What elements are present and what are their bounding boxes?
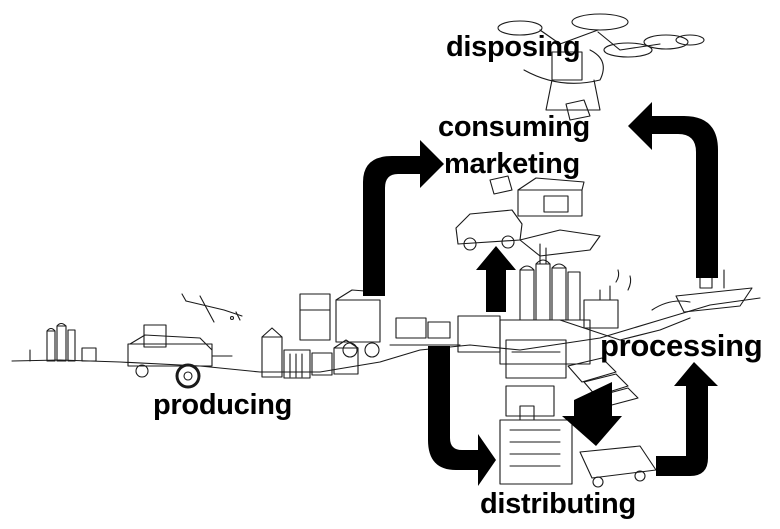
drones [497,13,705,111]
delivery-van [455,209,601,257]
label-distributing: distributing [480,488,636,520]
label-marketing: marketing [444,148,580,180]
arrow-producing-to-marketing [363,140,444,296]
label-processing: processing [600,328,763,363]
label-consuming: consuming [438,111,590,143]
cycle-arrows [363,102,718,486]
label-disposing: disposing [446,31,581,63]
arrow-processing-to-consuming [628,102,718,278]
line-drawing-landscape [11,13,761,488]
arrow-factory-to-marketing [476,246,516,312]
factory-complex [457,243,632,379]
label-producing: producing [153,389,293,421]
arrow-distributing-to-processing [656,362,718,476]
train [389,317,461,346]
farm-buildings [261,327,359,379]
market-stalls [489,99,591,217]
silos-left [29,322,97,362]
conveyor-trays [559,317,691,407]
forklift [299,289,381,358]
arrow-train-to-distributing [428,346,496,486]
plane [181,293,243,323]
arrow-factory-to-distributing [562,382,622,446]
tractor [127,324,233,389]
